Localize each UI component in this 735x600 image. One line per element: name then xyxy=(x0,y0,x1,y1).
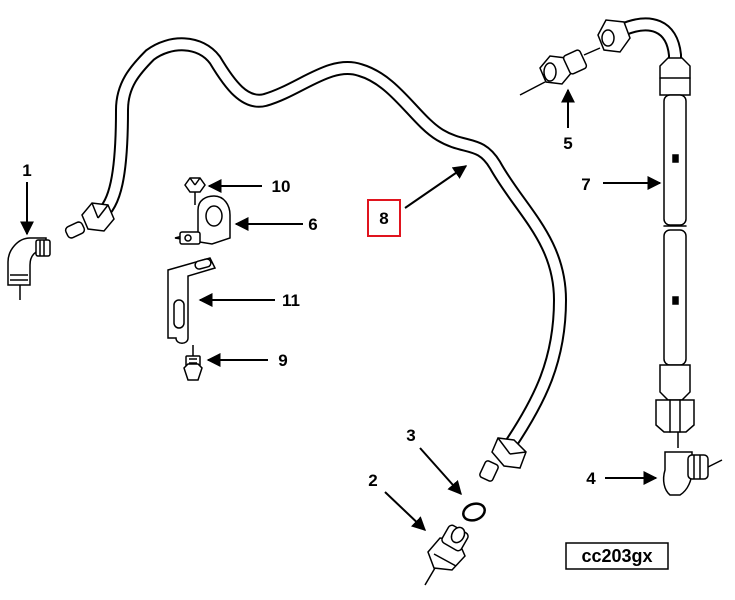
callout-5: 5 xyxy=(563,134,572,153)
callout-3: 3 xyxy=(406,426,415,445)
callout-10: 10 xyxy=(272,177,291,196)
tube-nut-left xyxy=(64,202,115,239)
o-ring-3[interactable] xyxy=(461,501,487,524)
figure-code-box: cc203gx xyxy=(565,542,669,570)
callout-11: 11 xyxy=(282,291,300,310)
nut-10[interactable] xyxy=(184,177,206,205)
bracket-11[interactable] xyxy=(167,257,217,344)
callout-1: 1 xyxy=(22,161,31,180)
bolt-9[interactable] xyxy=(183,345,203,381)
connector-2[interactable] xyxy=(424,524,470,586)
tube-nut-lower xyxy=(479,437,527,482)
adapter-5[interactable] xyxy=(519,47,601,96)
elbow-fitting-1[interactable] xyxy=(7,237,51,300)
callout-9: 9 xyxy=(278,351,287,370)
callout-7: 7 xyxy=(581,175,590,194)
clamp-6[interactable] xyxy=(174,195,231,245)
callout-2: 2 xyxy=(368,471,377,490)
figure-code: cc203gx xyxy=(581,546,652,566)
highlighted-callout-8[interactable]: 8 xyxy=(367,199,401,237)
rigid-tube-8[interactable] xyxy=(93,37,567,452)
callout-8: 8 xyxy=(379,209,388,228)
hose-assembly-7[interactable] xyxy=(597,17,695,433)
leader-arrows xyxy=(20,88,662,531)
callout-4: 4 xyxy=(586,469,596,488)
callout-6: 6 xyxy=(308,215,317,234)
highlight-box xyxy=(367,199,401,237)
elbow-fitting-4[interactable] xyxy=(662,425,723,496)
